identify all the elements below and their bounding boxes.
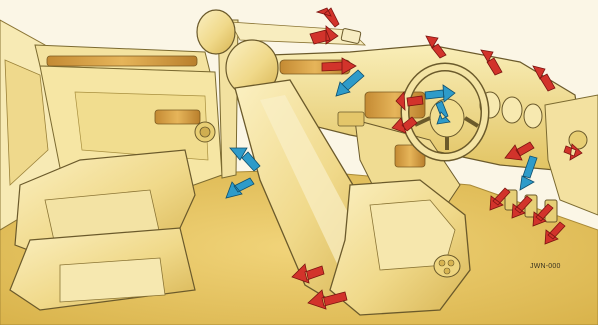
red-airflow-arrow: [317, 8, 339, 27]
illustration-code-label: JWN-000: [530, 263, 561, 270]
seat-adjust-switch-icon: [434, 255, 460, 277]
headrest-top: [197, 10, 235, 54]
door-wood-strip: [47, 56, 197, 66]
